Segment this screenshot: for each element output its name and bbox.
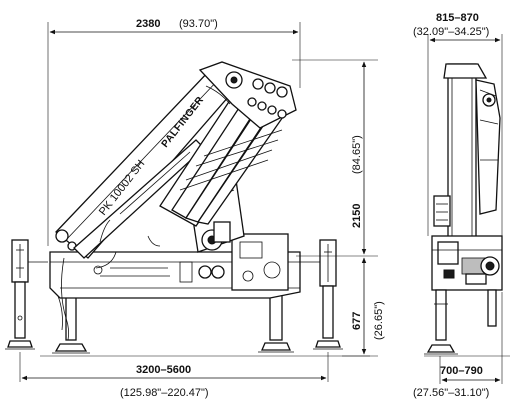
- dimension-height: 2150 (84.65"): [292, 59, 378, 257]
- width-mm-label: 2380: [136, 18, 160, 30]
- main-boom: [55, 69, 237, 269]
- side-leg-right: [487, 289, 497, 327]
- dimension-span: 3200–5600 (125.98"–220.47"): [19, 352, 329, 399]
- hydraulic-hose-2: [147, 235, 161, 247]
- dimension-ground: 677 (26.65"): [342, 257, 385, 357]
- dimension-side-base: 700–790 (27.56"–31.10"): [413, 292, 503, 399]
- span-mm-label: 3200–5600: [136, 364, 191, 376]
- ground-in-label: (26.65"): [373, 301, 385, 340]
- height-mm-label: 2150: [351, 204, 363, 228]
- width-in-label: (93.70"): [179, 18, 218, 30]
- side-leg: [435, 289, 447, 341]
- front-view: PALFINGER PK 10002 SH: [5, 61, 370, 357]
- crane-base: [49, 233, 301, 299]
- ground-mm-label: 677: [351, 312, 363, 330]
- side-control-valve: [433, 195, 451, 227]
- hydraulic-hose: [61, 257, 70, 341]
- side-base-mm-label: 700–790: [440, 365, 483, 377]
- dimension-side-width: 815–870 (32.09"–34.25"): [413, 12, 503, 236]
- dimension-width: 2380 (93.70"): [47, 18, 301, 246]
- left-outrigger: [5, 239, 48, 350]
- side-view: [424, 63, 510, 357]
- side-width-in-label: (32.09"–34.25"): [413, 26, 489, 38]
- side-boom-pack: [475, 79, 501, 215]
- side-width-mm-label: 815–870: [436, 12, 479, 24]
- side-column: [447, 63, 477, 253]
- center-stabilizer: [258, 291, 294, 353]
- height-in-label: (84.65"): [351, 135, 363, 174]
- side-base-in-label: (27.56"–31.10"): [413, 387, 489, 399]
- right-outrigger: [300, 239, 343, 350]
- span-in-label: (125.98"–220.47"): [120, 387, 209, 399]
- boom-head: [198, 61, 297, 129]
- left-outrigger-inner: [52, 295, 90, 354]
